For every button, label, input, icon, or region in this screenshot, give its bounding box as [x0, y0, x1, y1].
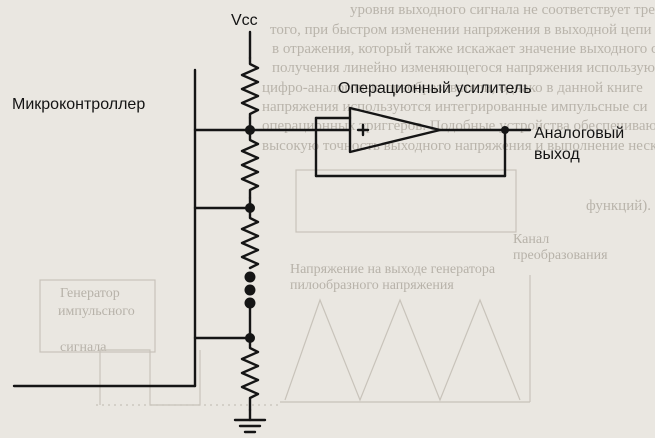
ghost-caption: Напряжение на выходе генератора [290, 262, 496, 277]
bleed-line: функций). [586, 198, 651, 214]
junction-dot [245, 333, 255, 343]
junction-dot [501, 126, 509, 134]
resistor [240, 128, 260, 200]
bleed-line: получения линейно изменяющегося напряжен… [272, 60, 655, 76]
bleed-line: цифро-аналоговые преобразователи, однако… [262, 80, 643, 96]
opamp-symbol [348, 106, 442, 154]
ghost-caption: пилообразного напряжения [290, 278, 454, 293]
schematic [12, 30, 532, 422]
ghost-generator-label: сигнала [60, 340, 107, 355]
ghost-figure [39, 169, 531, 406]
ghost-pulse-wave [99, 349, 201, 406]
resistor [240, 336, 260, 412]
junctions [245, 125, 509, 343]
microcontroller-label: Микроконтроллер [12, 96, 146, 113]
ghost-channel-box [295, 169, 517, 233]
bleed-line: уровня выходного сигнала не соответствуе… [350, 2, 655, 18]
output-label: Аналоговый [534, 125, 625, 142]
resistor [240, 206, 260, 270]
bleed-line: того, при быстром изменении напряжения в… [270, 22, 655, 38]
bleed-line: в отражения, который также искажает знач… [272, 41, 655, 57]
junction-dot [245, 203, 255, 213]
ellipsis-dot [244, 284, 256, 296]
output-label: выход [534, 146, 580, 163]
ghost-generator-label: Генератор [60, 286, 120, 301]
ghost-sawtooth-wave [284, 298, 521, 402]
ghost-generator-label: импульсного [58, 304, 135, 319]
ellipsis-dot [244, 271, 256, 283]
vcc-label: Vcc [231, 12, 258, 29]
ground-symbol [233, 418, 267, 434]
resistor [240, 56, 260, 120]
junction-dot [245, 125, 255, 135]
opamp-label: Операционный усилитель [338, 80, 532, 97]
ghost-block-label: преобразования [513, 248, 608, 263]
ghost-generator-box [39, 279, 156, 353]
ellipsis-dot [244, 297, 256, 309]
ellipsis-dots [244, 271, 256, 309]
ghost-block-label: Канал [513, 232, 550, 247]
